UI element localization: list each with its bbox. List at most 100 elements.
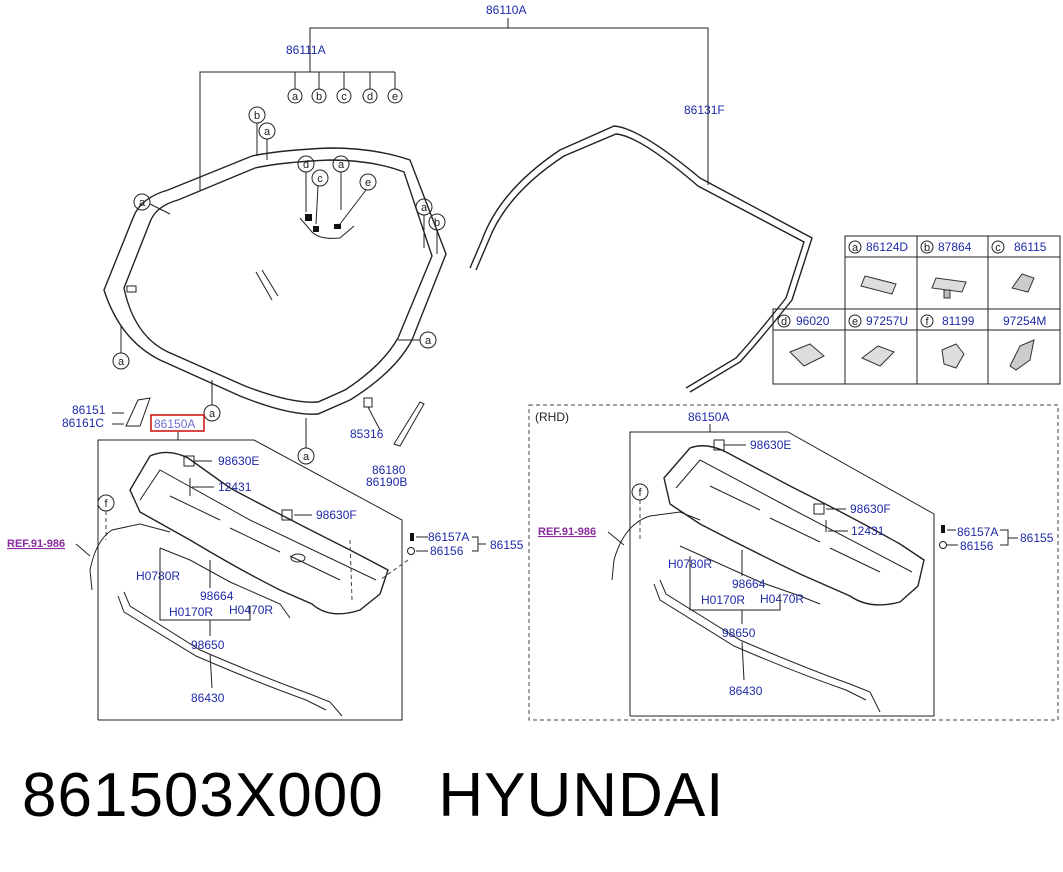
- caption-brand: HYUNDAI: [438, 761, 725, 830]
- bracket-line-86111A: [199, 71, 395, 190]
- label-86155-lhd[interactable]: 86155: [490, 538, 524, 552]
- callout-b-top: b: [254, 110, 260, 122]
- part-icon-b: [931, 277, 967, 293]
- label-cowl-top: 86150A: [154, 417, 195, 431]
- label-98630F-rhd[interactable]: 98630F: [850, 502, 891, 516]
- letter-b: b: [316, 91, 322, 103]
- legend-cell-b[interactable]: b 87864: [920, 240, 972, 299]
- label-cowl-top-rhd[interactable]: 86150A: [688, 410, 729, 424]
- callout-f-rhd: f: [638, 487, 642, 499]
- letter-row-86111A: a b c d e: [287, 72, 403, 104]
- bracket-part: [363, 397, 373, 408]
- label-86155-rhd[interactable]: 86155: [1020, 531, 1054, 545]
- label-98630F-lhd[interactable]: 98630F: [316, 508, 357, 522]
- legend-cell-c[interactable]: c 86115: [991, 240, 1047, 293]
- callout-a-bottom-center: a: [303, 451, 310, 463]
- label-windshield-glass[interactable]: 86111A: [286, 43, 326, 57]
- svg-text:b: b: [924, 242, 930, 254]
- label-H0170R-rhd[interactable]: H0170R: [701, 593, 745, 607]
- label-H0470R-rhd[interactable]: H0470R: [760, 592, 804, 606]
- label-86151[interactable]: 86151: [72, 403, 106, 417]
- legend-cell-d[interactable]: d 96020: [777, 314, 830, 367]
- label-86157A-lhd[interactable]: 86157A: [428, 530, 469, 544]
- moulding-86131F[interactable]: 86131F: [469, 103, 813, 393]
- rhd-dashed-frame: [528, 404, 1059, 721]
- part-icon-c: [1011, 273, 1035, 293]
- legend-cell-a[interactable]: a 86124D: [848, 240, 908, 295]
- label-98630E-lhd[interactable]: 98630E: [218, 454, 259, 468]
- letter-d: d: [367, 91, 373, 103]
- legend-part-87864: 87864: [938, 240, 972, 254]
- ref-link-rhd: REF.91-986: [538, 526, 596, 538]
- callout-a-bottom: a: [209, 408, 216, 420]
- label-12431-lhd[interactable]: 12431: [218, 480, 252, 494]
- part-icon-e: [861, 345, 895, 367]
- legend-cell-f[interactable]: f 81199: [920, 314, 975, 369]
- legend-part-86115: 86115: [1014, 240, 1047, 254]
- callout-b-right: b: [434, 217, 440, 229]
- label-12431-rhd[interactable]: 12431: [851, 524, 885, 538]
- label-98650-rhd[interactable]: 98650: [722, 626, 756, 640]
- label-98664-lhd[interactable]: 98664: [200, 589, 234, 603]
- label-86161C[interactable]: 86161C: [62, 416, 104, 430]
- part-icon-a: [860, 275, 897, 295]
- circle-e: [387, 88, 403, 104]
- svg-text:c: c: [995, 242, 1001, 254]
- label-86430-lhd[interactable]: 86430: [191, 691, 225, 705]
- label-86430-rhd[interactable]: 86430: [729, 684, 763, 698]
- cowl-box-lhd: 98630E 12431 98630F 86157A 86156 86155 f…: [89, 432, 524, 721]
- callout-a-right: a: [421, 202, 428, 214]
- label-98650-lhd[interactable]: 98650: [191, 638, 225, 652]
- svg-text:d: d: [781, 316, 787, 328]
- part-caption: 861503X000 HYUNDAI: [22, 760, 724, 831]
- reference-rhd[interactable]: REF.91-986: [538, 526, 625, 546]
- label-H0470R-lhd[interactable]: H0470R: [229, 603, 273, 617]
- circle-b: [311, 88, 327, 104]
- windshield-glass-drawing[interactable]: [103, 147, 447, 415]
- ref-link-lhd: REF.91-986: [7, 538, 65, 550]
- side-cover-group: 86151 86161C: [62, 397, 151, 430]
- legend-part-96020: 96020: [796, 314, 830, 328]
- label-H0170R-lhd[interactable]: H0170R: [169, 605, 213, 619]
- callout-c: c: [317, 173, 323, 185]
- legend-cell-97254M[interactable]: 97254M: [1003, 314, 1046, 371]
- callout-f-lhd: f: [104, 498, 108, 510]
- legend-part-86124D: 86124D: [866, 240, 908, 254]
- windshield-callouts: a b a d c a e a b a a a a: [112, 106, 446, 465]
- callout-d: d: [303, 159, 309, 171]
- letter-c: c: [341, 91, 347, 103]
- label-86180[interactable]: 86180: [372, 463, 406, 477]
- label-86157A-rhd[interactable]: 86157A: [957, 525, 998, 539]
- circle-d: [362, 88, 378, 104]
- legend-cell-e[interactable]: e 97257U: [848, 314, 908, 367]
- part-icon-97254M: [1009, 339, 1035, 371]
- cowl-top-highlight[interactable]: 86150A: [150, 414, 205, 432]
- triangle-pad: [393, 401, 425, 447]
- label-86156-rhd[interactable]: 86156: [960, 539, 994, 553]
- label-85316[interactable]: 85316: [350, 427, 384, 441]
- bracket-line-86110A: [309, 27, 709, 185]
- svg-text:e: e: [852, 316, 858, 328]
- callout-a-lower-left: a: [118, 356, 125, 368]
- label-H0780R-lhd[interactable]: H0780R: [136, 569, 180, 583]
- callout-a-lower-right: a: [425, 335, 432, 347]
- letter-a: a: [292, 91, 299, 103]
- windshield-assembly-tree: 86110A 86111A a b c d e: [199, 3, 709, 190]
- callout-a-mid: a: [338, 159, 345, 171]
- label-98664-rhd[interactable]: 98664: [732, 577, 766, 591]
- legend-part-81199: 81199: [942, 314, 975, 328]
- label-86190B[interactable]: 86190B: [366, 475, 407, 489]
- label-86156-lhd[interactable]: 86156: [430, 544, 464, 558]
- cowl-panel-lhd: [129, 451, 389, 615]
- caption-part-number: 861503X000: [22, 761, 384, 830]
- circle-a: [287, 88, 303, 104]
- circle-c: [336, 88, 352, 104]
- reference-lhd[interactable]: REF.91-986: [7, 538, 91, 557]
- legend-part-97254M: 97254M: [1003, 314, 1046, 328]
- label-windshield-assy[interactable]: 86110A: [486, 3, 526, 17]
- highlight-box: [150, 414, 205, 432]
- callout-a-top: a: [264, 126, 271, 138]
- side-cover-part: [125, 397, 151, 427]
- rhd-label: (RHD): [535, 410, 569, 424]
- label-98630E-rhd[interactable]: 98630E: [750, 438, 791, 452]
